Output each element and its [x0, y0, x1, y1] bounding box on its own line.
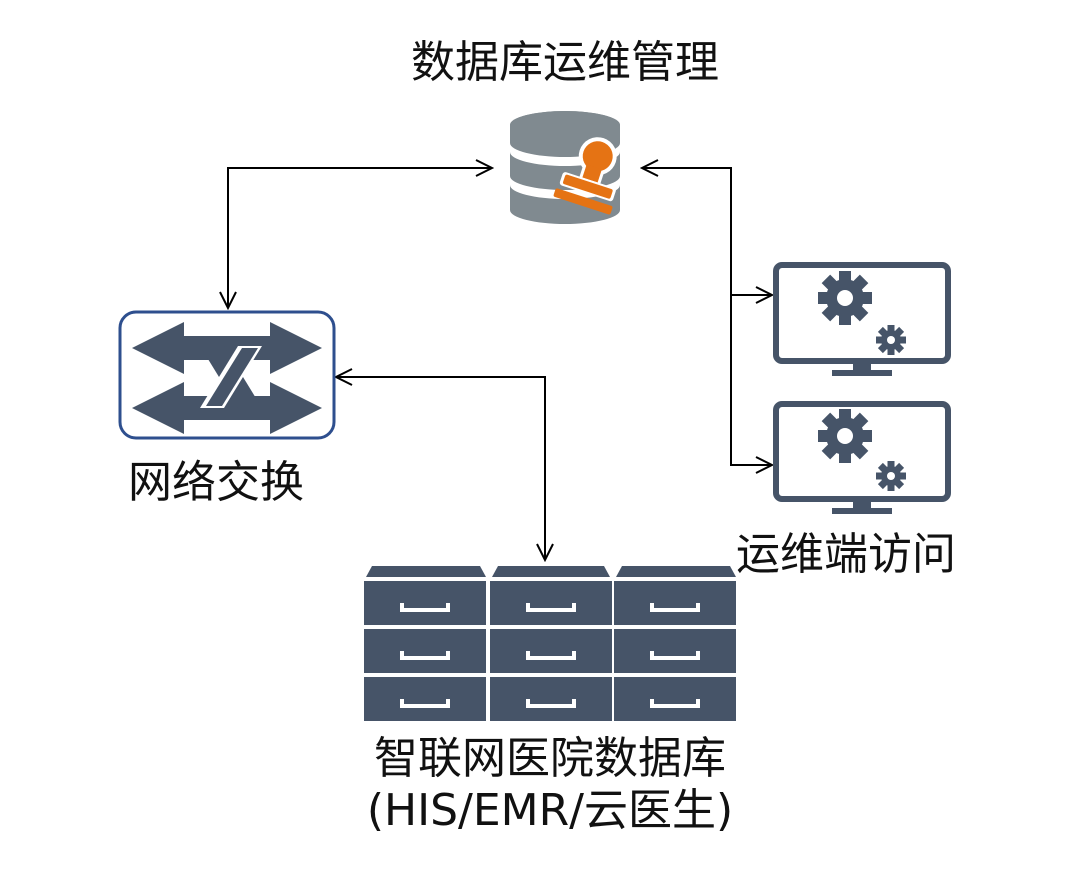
database-stamp-icon [510, 111, 620, 224]
arrow-db-to-switch [228, 168, 492, 308]
small-gear-icon [876, 325, 906, 355]
arrow-switch-to-hospital-db [336, 377, 545, 560]
ops-terminal-2 [773, 401, 951, 514]
hospital-db-label: 智联网医院数据库 (HIS/EMR/云医生) [0, 733, 1080, 838]
hospital-db-label-line2: (HIS/EMR/云医生) [366, 785, 734, 836]
network-switch-icon [118, 310, 336, 440]
arrow-db-to-ops [642, 168, 772, 465]
small-gear-icon [876, 461, 906, 491]
filing-cabinets-icon [364, 566, 736, 721]
hospital-db-label-line1: 智联网医院数据库 [374, 733, 726, 784]
ops-terminal-1 [773, 262, 951, 376]
network-switch-label: 网络交换 [128, 457, 304, 508]
gear-icon [818, 409, 872, 463]
connectors [228, 168, 772, 560]
gear-icon [818, 271, 872, 325]
drawer-handles [400, 603, 700, 708]
ops-access-label: 运维端访问 [736, 529, 956, 580]
db-management-label: 数据库运维管理 [411, 37, 719, 88]
